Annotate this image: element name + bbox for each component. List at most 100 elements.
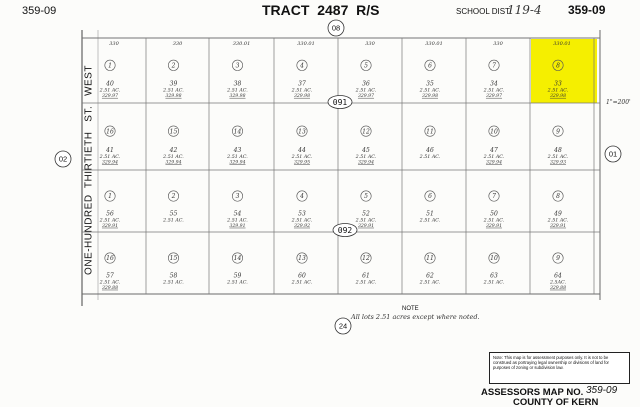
- lot-number: 3: [236, 63, 240, 70]
- lot-number-circle: [424, 190, 436, 202]
- lot-grid: [82, 37, 600, 295]
- lot-number: 5: [364, 63, 368, 70]
- lot-number-circle: [488, 252, 500, 264]
- lot-number-circle: [296, 190, 308, 202]
- block-marker: 091: [327, 95, 353, 109]
- top-dimension-label: 330: [173, 41, 183, 47]
- lot-label: 63: [490, 272, 498, 279]
- lot-label: 35: [426, 80, 434, 87]
- lot-value: 329.97: [486, 93, 502, 99]
- lot-label: 60: [298, 272, 306, 279]
- lot-label: 45: [361, 147, 370, 154]
- lot-number: 16: [106, 255, 114, 262]
- lot-acres: 2.51 AC.: [547, 217, 569, 223]
- lot-value: 329.91: [102, 223, 118, 229]
- highlighted-lot: [531, 39, 597, 103]
- road-number: 02: [59, 155, 67, 164]
- lot-acres: 2.51 AC.: [483, 87, 505, 93]
- block-label: 091: [333, 98, 348, 107]
- lot-label: 43: [233, 147, 242, 154]
- road-number: 08: [332, 24, 340, 33]
- lot-label: 37: [298, 80, 306, 87]
- lot-number-circle: [424, 252, 436, 264]
- lot-number-circle: [104, 190, 116, 202]
- lot-label: 57: [106, 272, 114, 279]
- lot-number-circle: [168, 125, 180, 137]
- lot-number-circle: [232, 252, 244, 264]
- lot-acres: 2.51 AC.: [291, 279, 313, 285]
- lot-acres: 2.51 AC.: [419, 279, 441, 285]
- lot-label: 61: [362, 272, 370, 279]
- lot-acres: 2.51 AC.: [99, 279, 121, 285]
- top-dimension-label: 330.01: [425, 41, 443, 47]
- lot-value: 329.98: [550, 93, 566, 99]
- map-number-left: 359-09: [22, 5, 57, 17]
- lot-label: 59: [234, 272, 242, 279]
- top-dimension-label: 330: [493, 41, 503, 47]
- disclaimer-text: Note: This map is for assessment purpose…: [493, 355, 609, 371]
- lot-acres: 2.51 AC.: [226, 87, 248, 93]
- lot-acres: 2.51 AC.: [162, 279, 184, 285]
- lot-label: 62: [426, 272, 434, 279]
- lot-label: 58: [170, 272, 178, 279]
- lot-number-circle: [488, 190, 500, 202]
- lot-value: 329.93: [550, 159, 566, 165]
- lot-number: 8: [556, 193, 560, 200]
- road-number: 24: [339, 322, 347, 331]
- lot-label: 48: [553, 147, 562, 154]
- lot-label: 42: [169, 147, 178, 154]
- lot-number: 16: [106, 128, 114, 135]
- lot-number-circle: [552, 59, 564, 71]
- lot-number: 4: [299, 193, 304, 200]
- lot-value: 329.94: [165, 159, 181, 165]
- lot-number-circle: [104, 252, 116, 264]
- lot-label: 44: [297, 147, 306, 154]
- lot-number-circle: [360, 190, 372, 202]
- lot-label: 51: [426, 210, 434, 217]
- lot-acres: 2.51 AC.: [226, 279, 248, 285]
- lot-number: 14: [234, 255, 242, 262]
- road-circle: [604, 145, 622, 163]
- lot-number-circle: [360, 59, 372, 71]
- lot-number-circle: [232, 59, 244, 71]
- lot-value: 329.98: [422, 93, 438, 99]
- lot-acres: 2.51 AC.: [226, 217, 248, 223]
- lot-acres: 2.51 AC.: [162, 87, 184, 93]
- lot-label: 50: [490, 210, 498, 217]
- top-dimension-label: 330: [109, 41, 119, 47]
- road-circle: [327, 19, 345, 37]
- lot-acres: 2.51 AC.: [355, 217, 377, 223]
- lot-value: 329.95: [294, 159, 310, 165]
- school-district-label: SCHOOL DIST.: [456, 7, 512, 16]
- lot-value: 329.97: [358, 93, 374, 99]
- lot-number-circle: [168, 190, 180, 202]
- lot-label: 52: [362, 210, 370, 217]
- lot-label: 41: [105, 147, 114, 154]
- lot-label: 34: [490, 80, 498, 87]
- lot-acres: 2.51 AC.: [547, 87, 569, 93]
- lot-number-circle: [232, 125, 244, 137]
- lot-number: 6: [428, 63, 432, 70]
- lot-label: 38: [234, 80, 242, 87]
- lot-label: 53: [298, 210, 306, 217]
- lot-label: 54: [234, 210, 242, 217]
- lot-number: 4: [299, 63, 304, 70]
- lot-number: 12: [362, 128, 370, 135]
- lot-number-circle: [104, 125, 116, 137]
- lot-acres: 2.51 AC.: [291, 217, 313, 223]
- lot-value: 329.98: [165, 93, 181, 99]
- lot-value: 329.97: [102, 93, 118, 99]
- lot-value: 329.88: [102, 285, 118, 291]
